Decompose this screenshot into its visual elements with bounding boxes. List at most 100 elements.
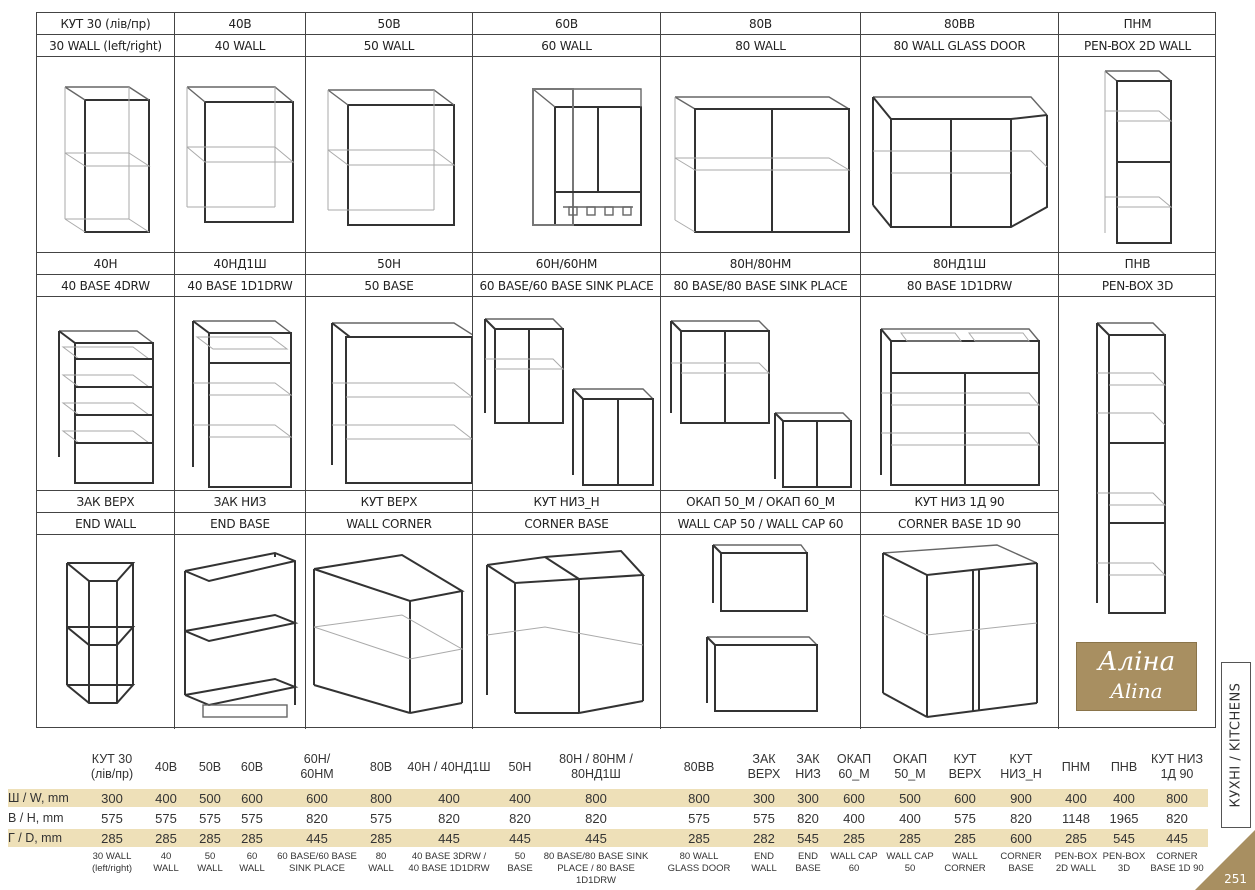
table-header-cell: ПНВ bbox=[1110, 759, 1138, 774]
cabinet-drawing bbox=[706, 544, 818, 712]
cell-label-ua: КУТ НИЗ_Н bbox=[533, 495, 600, 509]
brand-name-cyrillic: Аліна bbox=[1097, 647, 1176, 677]
cabinet-drawing bbox=[1104, 70, 1173, 244]
table-header-cell: КУТ ВЕРХ bbox=[948, 752, 982, 781]
table-footer-cell: END BASE bbox=[795, 851, 821, 874]
table-row-label: Г / D, mm bbox=[8, 831, 62, 845]
cell-label-ua: ЗАК ВЕРХ bbox=[76, 495, 135, 509]
table-cell-depth: 445 bbox=[1166, 830, 1188, 846]
table-cell-width: 400 bbox=[1113, 790, 1135, 806]
cell-wall-cap: ОКАП 50_М / ОКАП 60_М WALL CAP 50 / WALL… bbox=[661, 491, 861, 729]
cell-label-en: WALL CORNER bbox=[346, 517, 432, 531]
table-footer-cell: PEN-BOX 3D bbox=[1102, 851, 1146, 874]
table-cell-depth: 445 bbox=[306, 830, 328, 846]
table-cell-depth: 285 bbox=[199, 830, 221, 846]
cell-label-ua: ПНВ bbox=[1124, 257, 1151, 271]
table-cell-depth: 445 bbox=[585, 830, 607, 846]
table-cell-height: 820 bbox=[797, 810, 819, 826]
table-header-cell: КУТ НИЗ 1Д 90 bbox=[1150, 752, 1204, 781]
cell-30-wall: КУТ 30 (лів/пр) 30 WALL (left/right) bbox=[37, 13, 175, 253]
cell-label-en: 80 WALL GLASS DOOR bbox=[893, 39, 1026, 53]
table-footer-cell: 50 WALL bbox=[197, 851, 223, 874]
table-header-cell: 80Н / 80НМ / 80НД1Ш bbox=[559, 752, 633, 781]
table-cell-width: 500 bbox=[899, 790, 921, 806]
cell-label-en: PEN-BOX 3D bbox=[1101, 279, 1174, 293]
cabinet-drawing bbox=[484, 318, 654, 486]
cell-wall-corner: КУТ ВЕРХ WALL CORNER bbox=[306, 491, 473, 729]
section-tab: КУХНІ / KITCHENS bbox=[1221, 662, 1251, 828]
table-cell-height: 575 bbox=[954, 810, 976, 826]
table-cell-width: 300 bbox=[101, 790, 123, 806]
table-footer-cell: 30 WALL (left/right) bbox=[91, 851, 133, 874]
cell-label-ua: ЗАК НИЗ bbox=[213, 495, 267, 509]
table-cell-height: 820 bbox=[1010, 810, 1032, 826]
cell-label-en: PEN-BOX 2D WALL bbox=[1084, 39, 1191, 53]
cell-label-en: 80 BASE 1D1DRW bbox=[906, 279, 1013, 293]
table-header-cell: ЗАК ВЕРХ bbox=[747, 752, 781, 781]
cabinet-drawing bbox=[1096, 322, 1167, 614]
table-footer-cell: PEN-BOX 2D WALL bbox=[1054, 851, 1098, 874]
table-cell-depth: 285 bbox=[843, 830, 865, 846]
table-cell-width: 400 bbox=[509, 790, 531, 806]
table-footer-cell: 40 BASE 3DRW / 40 BASE 1D1DRW bbox=[408, 851, 490, 874]
table-cell-height: 400 bbox=[843, 810, 865, 826]
cell-end-base: ЗАК НИЗ END BASE bbox=[175, 491, 306, 729]
cell-label-ua: 80НД1Ш bbox=[933, 257, 986, 271]
cabinet-drawing bbox=[186, 86, 295, 223]
table-cell-height: 1148 bbox=[1062, 810, 1090, 826]
table-header-cell: ПНМ bbox=[1061, 759, 1091, 774]
table-footer-cell: CORNER BASE 1D 90 bbox=[1150, 851, 1204, 874]
table-cell-depth: 285 bbox=[101, 830, 123, 846]
table-cell-height: 575 bbox=[155, 810, 177, 826]
table-footer-cell: 60 WALL bbox=[239, 851, 265, 874]
table-cell-depth: 285 bbox=[899, 830, 921, 846]
table-cell-height: 575 bbox=[241, 810, 263, 826]
table-cell-width: 600 bbox=[954, 790, 976, 806]
table-cell-width: 600 bbox=[843, 790, 865, 806]
table-cell-height: 820 bbox=[438, 810, 460, 826]
table-cell-height: 820 bbox=[585, 810, 607, 826]
table-cell-depth: 285 bbox=[370, 830, 392, 846]
table-cell-height: 575 bbox=[688, 810, 710, 826]
cell-label-ua: 40Н bbox=[93, 257, 118, 271]
cell-label-ua: КУТ НИЗ 1Д 90 bbox=[914, 495, 1005, 509]
page-number: 251 bbox=[1224, 872, 1247, 886]
table-header-cell: 60В bbox=[240, 759, 264, 774]
table-cell-depth: 600 bbox=[1010, 830, 1032, 846]
table-footer-cell: 80 WALL GLASS DOOR bbox=[667, 851, 731, 874]
cell-label-en: 80 WALL bbox=[735, 39, 786, 53]
cell-40-base-4drw: 40Н 40 BASE 4DRW bbox=[37, 253, 175, 491]
table-cell-width: 600 bbox=[241, 790, 263, 806]
cell-label-ua: 60Н/60НМ bbox=[535, 257, 598, 271]
table-cell-width: 400 bbox=[1065, 790, 1087, 806]
cell-label-en: 40 BASE 1D1DRW bbox=[187, 279, 293, 293]
table-header-cell: КУТ 30 (лів/пр) bbox=[90, 752, 134, 781]
table-footer-cell: WALL CORNER bbox=[944, 851, 986, 874]
cabinet-drawing bbox=[486, 549, 646, 714]
cell-label-ua: ПНМ bbox=[1123, 17, 1152, 31]
cell-label-ua: 80В bbox=[749, 17, 772, 31]
table-footer-cell: 50 BASE bbox=[507, 851, 533, 874]
cell-label-en: 60 BASE/60 BASE SINK PLACE bbox=[479, 279, 654, 293]
table-cell-height: 575 bbox=[370, 810, 392, 826]
cell-label-en: END BASE bbox=[210, 517, 270, 531]
cabinet-drawing bbox=[313, 553, 465, 714]
table-footer-cell: 80 WALL bbox=[368, 851, 394, 874]
cabinet-drawing bbox=[184, 551, 299, 718]
table-cell-depth: 282 bbox=[753, 830, 775, 846]
table-header-cell: 40В bbox=[154, 759, 178, 774]
table-header-cell: ЗАК НИЗ bbox=[795, 752, 821, 781]
table-footer-cell: WALL CAP 50 bbox=[886, 851, 934, 874]
table-cell-depth: 545 bbox=[1113, 830, 1135, 846]
table-cell-width: 300 bbox=[797, 790, 819, 806]
table-header-cell: ОКАП 60_М bbox=[836, 752, 872, 781]
table-cell-height: 820 bbox=[509, 810, 531, 826]
cell-80-base: 80Н/80НМ 80 BASE/80 BASE SINK PLACE bbox=[661, 253, 861, 491]
table-row-label: В / H, mm bbox=[8, 811, 64, 825]
table-cell-depth: 445 bbox=[509, 830, 531, 846]
cabinet-drawing bbox=[882, 544, 1038, 718]
cell-label-en: WALL CAP 50 / WALL CAP 60 bbox=[677, 517, 844, 531]
table-cell-depth: 285 bbox=[954, 830, 976, 846]
cell-label-en: 50 WALL bbox=[363, 39, 415, 53]
